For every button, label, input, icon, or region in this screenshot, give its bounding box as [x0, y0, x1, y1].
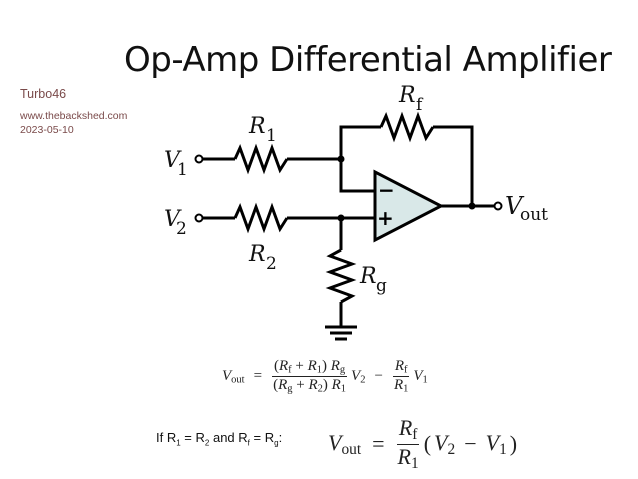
condition-text: If R1 = R2 and Rf = Rg: — [156, 430, 283, 448]
wire-inverting-input — [339, 159, 375, 193]
eq2-fraction-numerator: Rf — [396, 415, 420, 445]
resistor-r2 — [233, 202, 289, 234]
svg-text:2: 2 — [176, 219, 187, 239]
label-r1: R 1 — [248, 114, 277, 146]
author-name: Turbo46 — [20, 87, 67, 101]
eq2-v1: V1 — [485, 429, 507, 458]
eq2-minus: − — [464, 431, 477, 457]
junction-dot — [468, 202, 476, 210]
eq2-equals: = — [372, 431, 385, 457]
date-label: 2023-05-10 — [20, 124, 74, 136]
simplified-equation: Vout = Rf R1 ( V2 − V1 ) — [328, 415, 518, 473]
wire-feedback-right — [433, 125, 474, 206]
eq-lhs: Vout — [222, 367, 245, 386]
eq2-v2: V2 — [434, 429, 456, 458]
eq2-fraction-denominator: R1 — [397, 443, 419, 472]
svg-text:2: 2 — [266, 254, 277, 274]
svg-text:R: R — [248, 114, 266, 139]
page-title: Op-Amp Differential Amplifier — [124, 40, 612, 80]
svg-text:V: V — [505, 192, 525, 220]
label-v1: V 1 — [164, 148, 188, 180]
svg-text:R: R — [248, 242, 266, 267]
svg-text:V: V — [164, 207, 182, 232]
v1-terminal — [194, 154, 204, 164]
opamp-noninverting-sign: + — [377, 206, 394, 230]
svg-text:1: 1 — [177, 160, 188, 180]
ground-icon — [325, 325, 357, 341]
eq2-lhs: Vout — [328, 429, 362, 458]
label-v2: V 2 — [164, 207, 187, 239]
svg-text:1: 1 — [266, 126, 277, 146]
svg-text:g: g — [376, 276, 387, 296]
eq-fraction-2: Rf R1 — [392, 358, 410, 395]
eq-v2: V2 — [351, 367, 366, 386]
wire-feedback-left — [339, 125, 381, 159]
website-link[interactable]: www.thebackshed.com — [20, 110, 128, 122]
eq-fraction-1-numerator: (Rf + R1) Rg — [271, 358, 348, 378]
eq-v1: V1 — [413, 367, 428, 386]
resistor-rg — [325, 248, 357, 304]
label-rg: R g — [359, 264, 387, 296]
opamp-triangle — [373, 169, 445, 243]
svg-text:V: V — [164, 148, 182, 173]
junction-dot — [337, 155, 345, 163]
opamp-inverting-sign: − — [378, 178, 395, 202]
eq-fraction-1: (Rf + R1) Rg (Rg + R2) R1 — [271, 358, 348, 395]
label-rf: R f — [398, 83, 424, 115]
eq-fraction-1-denominator: (Rg + R2) R1 — [273, 377, 347, 395]
general-equation: Vout = (Rf + R1) Rg (Rg + R2) R1 V2 − Rf… — [222, 358, 428, 395]
resistor-r1 — [233, 143, 289, 175]
junction-dot — [337, 214, 345, 222]
eq2-paren-close: ) — [509, 431, 518, 457]
eq2-paren-open: ( — [423, 431, 432, 457]
label-vout: V out — [505, 192, 548, 225]
v2-terminal — [194, 213, 204, 223]
svg-text:R: R — [359, 264, 377, 289]
eq-fraction-2-numerator: Rf — [392, 358, 410, 378]
eq-fraction-2-denominator: R1 — [393, 377, 409, 395]
resistor-rf — [379, 111, 435, 143]
svg-text:out: out — [520, 205, 548, 225]
svg-text:R: R — [398, 83, 416, 108]
eq-equals: = — [253, 368, 263, 385]
label-r2: R 2 — [248, 242, 277, 274]
svg-text:f: f — [416, 95, 424, 115]
vout-terminal — [493, 201, 503, 211]
eq2-fraction: Rf R1 — [396, 415, 421, 473]
eq-minus: − — [374, 368, 383, 385]
